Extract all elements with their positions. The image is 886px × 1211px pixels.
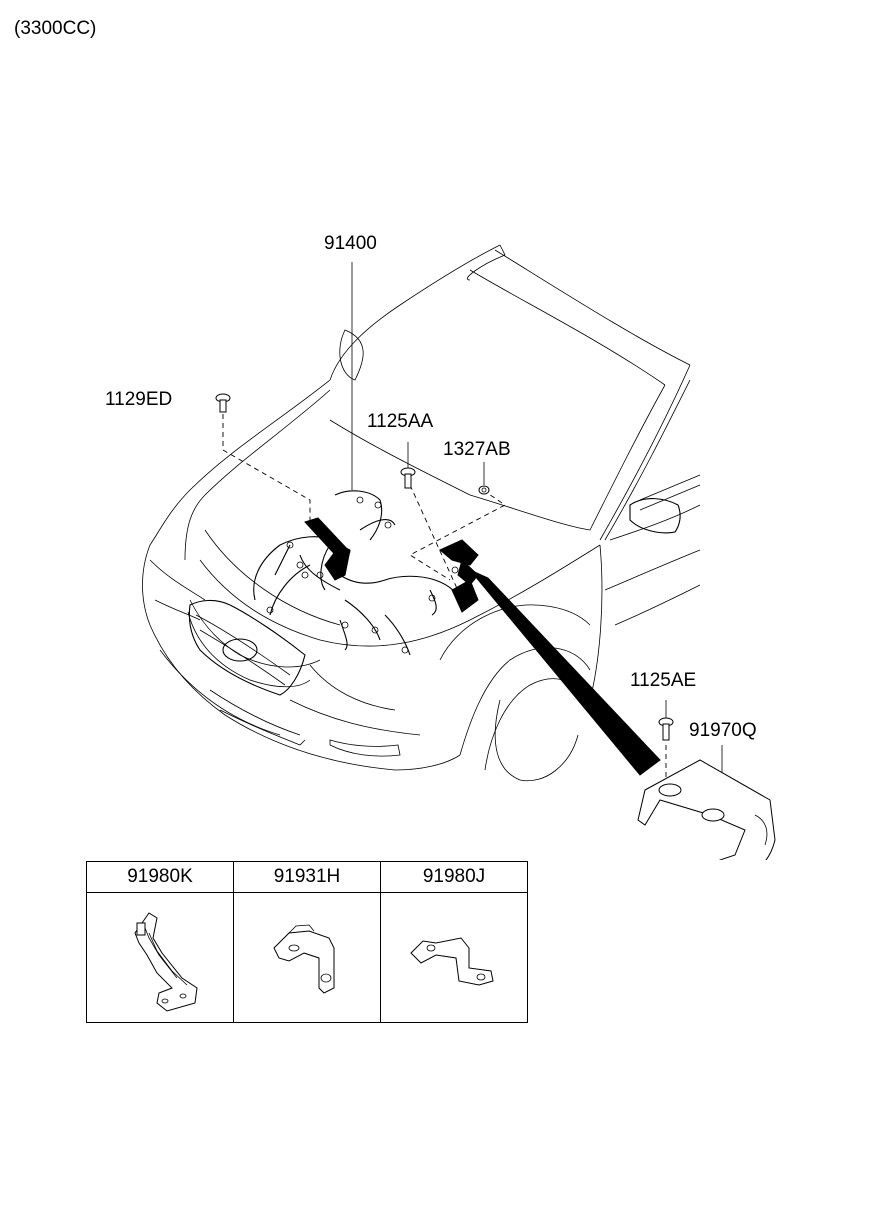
bracket-91980j-icon (410, 937, 494, 986)
clip-1327ab-icon (478, 485, 490, 495)
callout-bolt-left: 1129ED (105, 389, 173, 410)
leader-lines (222, 262, 723, 790)
bracket-91980k-icon (134, 912, 198, 1012)
kit-header-1: 91980K (86, 861, 234, 893)
callout-cover: 91970Q (689, 720, 757, 741)
bolt-1129ed-icon (215, 393, 231, 413)
kit-header-2: 91931H (233, 861, 381, 893)
engine-wiring-diagram (142, 244, 776, 860)
page-title: (3300CC) (14, 18, 97, 39)
kit-cell-1 (86, 892, 234, 1023)
bracket-kit-table: 91980K 91931H 91980J (86, 861, 528, 1023)
bracket-91931h-icon (273, 924, 335, 994)
kit-header-3: 91980J (380, 861, 528, 893)
bolt-1125ae-icon (658, 717, 674, 741)
wiring-harness (253, 490, 661, 776)
kit-cell-2 (233, 892, 381, 1023)
car-body-outline (142, 244, 701, 782)
cover-91970q-icon (637, 759, 776, 860)
callout-harness: 91400 (324, 233, 377, 254)
callout-bolt-right: 1125AE (630, 670, 697, 691)
callout-clip: 1327AB (443, 439, 511, 460)
callout-bolt-mid: 1125AA (367, 411, 434, 432)
bolt-1125aa-icon (400, 467, 416, 489)
kit-cell-3 (380, 892, 528, 1023)
